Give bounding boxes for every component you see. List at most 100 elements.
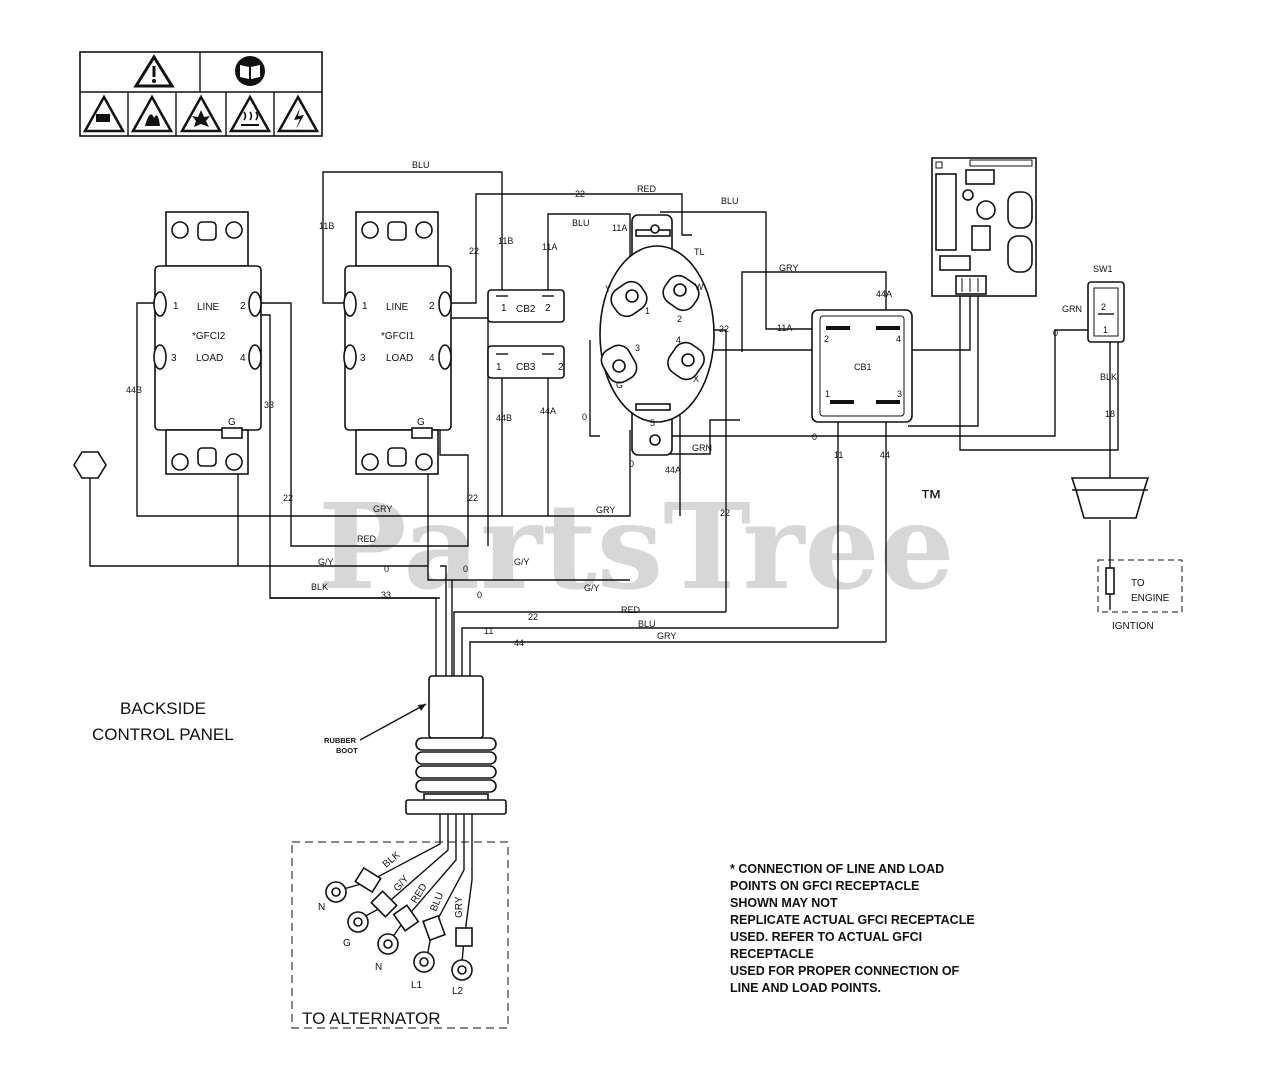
gfci1-terminal-1: 1 — [362, 301, 368, 312]
wire-label: 11 — [484, 626, 493, 636]
gfci1-receptacle: 1 2 3 4 LINE *GFCI1 LOAD G — [343, 211, 452, 475]
ignition-to: TO — [1131, 578, 1145, 589]
control-circuit-board — [931, 157, 1037, 297]
gfci2-terminal-1: 1 — [173, 301, 179, 312]
note-line: SHOWN MAY NOT — [730, 896, 838, 910]
wire-label: 22 — [720, 508, 730, 518]
twist-lock-terminal-2: 2 — [677, 314, 682, 324]
wire-label: 11B — [319, 221, 334, 231]
switch-sw1: SW1 2 1 — [1087, 264, 1125, 343]
alternator-leads: BLK G/Y RED BLU GRY N G N L1 L2 TO ALTER… — [291, 814, 509, 1029]
hot-surface-icon — [228, 94, 272, 133]
cb1-name: CB1 — [854, 362, 872, 372]
cb1-terminal-1: 1 — [825, 389, 830, 399]
terminal-n-1: N — [318, 902, 325, 913]
sw1-terminal-2: 2 — [1101, 302, 1106, 312]
twist-lock-x: X — [693, 374, 699, 384]
circuit-breaker-cb2: 1 CB2 2 — [487, 289, 565, 323]
twist-lock-g: G — [616, 380, 623, 390]
twist-lock-y: Y — [605, 284, 611, 294]
gfci1-terminal-2: 2 — [429, 301, 435, 312]
wire-label: 44A — [540, 406, 556, 416]
wire-label: GRY — [657, 631, 676, 641]
cb2-name: CB2 — [516, 304, 536, 315]
wire-label: 44 — [880, 450, 890, 460]
gfci2-receptacle: 1 2 3 4 LINE *GFCI2 LOAD G — [153, 211, 262, 475]
gfci1-load-label: LOAD — [386, 353, 413, 364]
twist-lock-terminal-1: 1 — [645, 306, 650, 316]
ignition-connector: TO ENGINE IGNTION — [1070, 477, 1183, 632]
wire-label: 44A — [665, 465, 681, 475]
terminal-l1: L1 — [411, 980, 423, 991]
wire-label: 11A — [777, 323, 792, 333]
wire-label: 0 — [582, 412, 587, 422]
wire-label: BLU — [412, 160, 430, 170]
gfci1-name: *GFCI1 — [381, 331, 415, 342]
wire-label: BLU — [638, 619, 656, 629]
to-alternator-label: TO ALTERNATOR — [302, 1009, 441, 1028]
wire-label: GRN — [1062, 304, 1082, 314]
note-line: RECEPTACLE — [730, 947, 814, 961]
wire-labels: BLU 22 RED BLU BLU 11B 11B 22 11A 11A GR… — [126, 160, 1117, 648]
wire-label: 22 — [528, 612, 538, 622]
ground-stud-icon — [73, 451, 107, 479]
wire-label: 44B — [496, 413, 512, 423]
circuit-breaker-cb1: 2 4 1 3 CB1 — [811, 309, 913, 423]
terminal-n-2: N — [375, 962, 382, 973]
ignition-engine: ENGINE — [1131, 593, 1170, 604]
wire-label: G/Y — [584, 583, 600, 593]
cb3-terminal-2: 2 — [558, 362, 564, 373]
warning-icon — [133, 54, 175, 88]
wire-label: GRY — [596, 505, 615, 515]
twist-lock-terminal-3: 3 — [635, 343, 640, 353]
note-line: REPLICATE ACTUAL GFCI RECEPTACLE — [730, 913, 975, 927]
cb2-terminal-1: 1 — [501, 303, 507, 314]
gfci2-terminal-3: 3 — [171, 353, 177, 364]
note-line: * CONNECTION OF LINE AND LOAD — [730, 862, 944, 876]
wire-label: RED — [637, 184, 657, 194]
twist-lock-receptacle: TL Y W 1 2 3 4 G X 5 — [599, 214, 715, 456]
gfci2-line-label: LINE — [197, 302, 220, 313]
wire-label: BLK — [1100, 372, 1117, 382]
cb1-terminal-4: 4 — [896, 334, 901, 344]
gfci1-ground-label: G — [417, 417, 425, 428]
gfci2-terminal-2: 2 — [240, 301, 246, 312]
terminal-l2: L2 — [452, 986, 464, 997]
rubber-boot: RUBBER BOOT — [324, 675, 507, 815]
wire-label: 44 — [514, 638, 524, 648]
cb3-terminal-1: 1 — [496, 362, 502, 373]
twist-lock-name: TL — [694, 247, 705, 257]
ignition-label: IGNTION — [1112, 621, 1154, 632]
gfci1-terminal-4: 4 — [429, 353, 435, 364]
wire-label: 0 — [477, 590, 482, 600]
wire-label: 22 — [283, 493, 293, 503]
wire-label: GRN — [692, 443, 712, 453]
wire-label: 33 — [381, 590, 391, 600]
wire-label: G/Y — [514, 557, 530, 567]
watermark-tm: ™ — [920, 485, 942, 510]
wire-label: 11 — [834, 450, 843, 460]
wire-label: 33 — [264, 400, 274, 410]
wire-label: 0 — [629, 459, 634, 469]
note-line: LINE AND LOAD POINTS. — [730, 981, 881, 995]
wire-label: 11A — [612, 223, 627, 233]
safety-symbols-panel — [79, 51, 323, 137]
wire-label: GRY — [373, 504, 392, 514]
sw1-terminal-1: 1 — [1103, 325, 1108, 335]
twist-lock-terminal-4: 4 — [676, 335, 681, 345]
wire-label: GRY — [779, 263, 798, 273]
explosion-icon — [179, 94, 223, 133]
electric-shock-icon — [276, 94, 320, 133]
cb1-terminal-3: 3 — [897, 389, 902, 399]
wire-label: 0 — [463, 564, 468, 574]
cb3-name: CB3 — [516, 362, 536, 373]
note-line: USED. REFER TO ACTUAL GFCI — [730, 930, 922, 944]
circuit-breaker-cb3: 1 CB3 2 — [487, 345, 565, 379]
wire-label: 11B — [498, 236, 513, 246]
wire-label: 22 — [469, 246, 479, 256]
gfci2-load-label: LOAD — [196, 353, 223, 364]
panel-title-line2: CONTROL PANEL — [92, 725, 234, 744]
fire-icon — [130, 94, 174, 133]
wire-label: 44B — [126, 385, 142, 395]
